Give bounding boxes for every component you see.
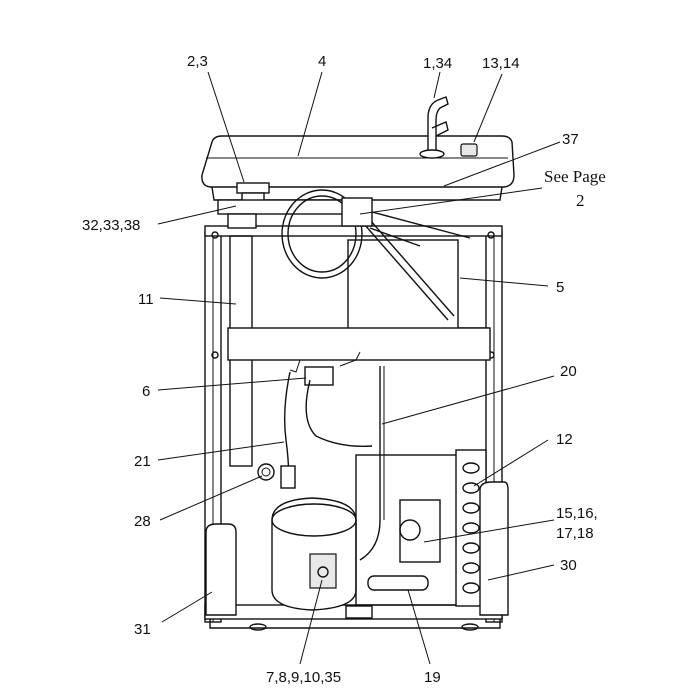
drier — [367, 575, 429, 591]
compressor — [271, 497, 373, 619]
bubbler — [419, 96, 449, 159]
label-13-14: 13,14 — [482, 55, 520, 72]
label-2-3: 2,3 — [187, 53, 208, 70]
label-1-34: 1,34 — [423, 55, 452, 72]
label-5: 5 — [556, 279, 564, 296]
label-11: 11 — [138, 291, 154, 308]
callout-labels: 2,3 4 1,34 13,14 37 See Page 2 32,33,38 … — [82, 53, 606, 686]
label-15-16: 15,16, — [556, 505, 598, 522]
label-17-18: 17,18 — [556, 525, 594, 542]
mounting-bracket — [217, 199, 349, 229]
label-37: 37 — [562, 131, 579, 148]
side-panel-right — [479, 481, 509, 616]
label-28: 28 — [134, 513, 151, 530]
drain-assembly — [236, 182, 270, 202]
label-21: 21 — [134, 453, 151, 470]
label-20: 20 — [560, 363, 577, 380]
leader-lines — [157, 71, 561, 665]
label-30: 30 — [560, 557, 577, 574]
label-4: 4 — [318, 53, 326, 70]
label-19: 19 — [424, 669, 441, 686]
label-32-33-38: 32,33,38 — [82, 217, 140, 234]
label-see-page: See Page — [544, 167, 606, 186]
electrical-junction — [289, 351, 361, 386]
regulator-tubing — [281, 189, 471, 321]
power-cord — [280, 371, 296, 489]
side-panel-left — [205, 523, 237, 616]
fan-motor — [355, 454, 467, 606]
label-see-page-number: 2 — [576, 191, 585, 210]
push-button — [460, 143, 478, 157]
label-12: 12 — [556, 431, 573, 448]
water-line — [305, 366, 385, 561]
condenser-coil-loops — [462, 462, 480, 594]
label-31: 31 — [134, 621, 151, 638]
label-6: 6 — [142, 383, 150, 400]
strain-relief — [257, 463, 275, 481]
label-7-8-9-10-35: 7,8,9,10,35 — [266, 669, 341, 686]
